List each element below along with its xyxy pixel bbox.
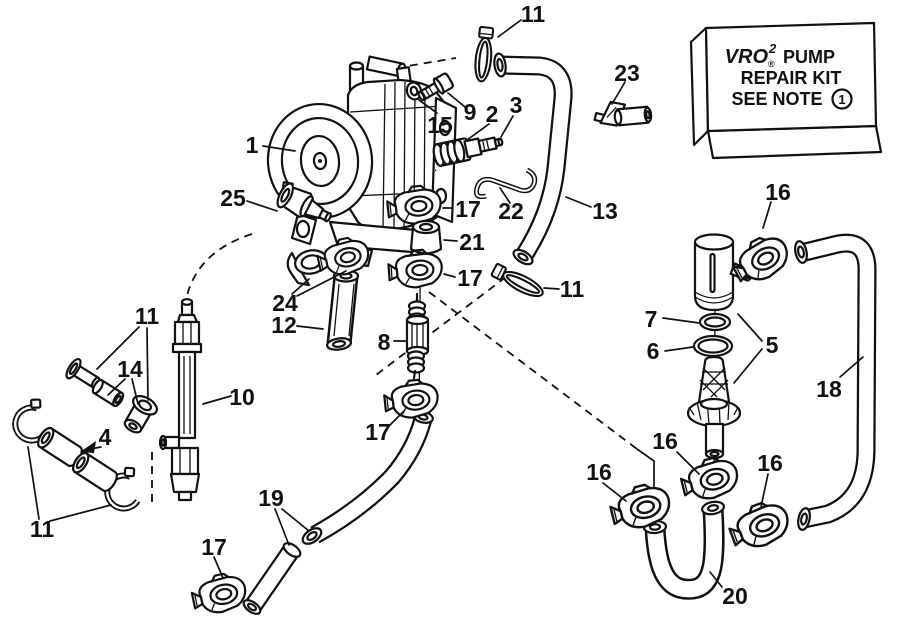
callout-14: 14 (117, 356, 143, 382)
callout-3: 3 (510, 92, 523, 118)
strap-11-mid (489, 261, 547, 302)
washer-15 (405, 81, 423, 101)
sleeve-21 (409, 219, 443, 255)
kit-line3: SEE NOTE (731, 89, 822, 109)
callout-25: 25 (220, 185, 246, 211)
callout-13: 13 (592, 198, 618, 224)
callout-16-bottom-right: 16 (757, 450, 783, 476)
repair-kit-box: VRO 2 ® PUMP REPAIR KIT SEE NOTE 1 (689, 21, 883, 160)
callout-4: 4 (99, 424, 112, 450)
screw-9 (417, 72, 454, 102)
sleeve-4-b (69, 449, 121, 495)
hose-20 (642, 500, 725, 600)
callout-19: 19 (258, 485, 284, 511)
callout-6: 6 (647, 338, 660, 364)
grommet-14-a (91, 378, 125, 408)
kit-word-pump: PUMP (783, 47, 835, 67)
callout-16-top-right: 16 (765, 179, 791, 205)
clamp-17-b (386, 247, 445, 291)
callout-11-mid: 11 (560, 276, 585, 302)
pin-strap (65, 357, 101, 389)
callout-20: 20 (722, 583, 748, 609)
callout-10: 10 (229, 384, 255, 410)
kit-brand-superscript: 2 (768, 41, 777, 56)
callout-17-a: 17 (455, 196, 481, 222)
connector-2-3 (432, 136, 504, 167)
callout-18: 18 (816, 376, 842, 402)
callout-11-bottom-left: 11 (30, 516, 55, 542)
hose-12 (325, 269, 360, 351)
note-circle-icon (831, 88, 853, 110)
callout-1: 1 (246, 132, 259, 158)
callout-7: 7 (645, 306, 658, 332)
check-valve-25 (276, 181, 332, 223)
leader-lines (27, 19, 864, 588)
callout-8: 8 (378, 329, 391, 355)
callout-17-bottom-left: 17 (201, 534, 227, 560)
callout-15: 15 (427, 112, 453, 138)
hose-19-short (242, 542, 302, 615)
callout-11-left: 11 (135, 303, 160, 329)
o-ring-7 (698, 312, 732, 332)
clamp-16-mid (676, 452, 743, 506)
part-callouts: 11 23 9 15 2 3 1 25 17 22 13 16 21 17 11… (30, 1, 842, 609)
callout-21: 21 (459, 229, 485, 255)
filter-assembly-5 (686, 233, 754, 460)
hose-18 (794, 233, 877, 531)
callout-22: 22 (498, 198, 524, 224)
kit-note-number: 1 (838, 92, 845, 107)
callout-12: 12 (271, 312, 297, 338)
callout-5: 5 (766, 332, 779, 358)
hose-13 (493, 52, 573, 266)
clamp-16-bottom-right (723, 495, 795, 556)
filter-element (697, 355, 731, 408)
grommet-14-b (123, 395, 158, 434)
kit-line2: REPAIR KIT (741, 68, 842, 88)
callout-17-b: 17 (457, 265, 483, 291)
filter-nut (686, 397, 742, 460)
clamp-17-bottom-left (188, 568, 250, 619)
callout-17-c: 17 (365, 419, 391, 445)
callout-11-top: 11 (521, 1, 546, 27)
fuel-line-10 (158, 298, 203, 502)
callout-16-mid: 16 (652, 428, 678, 454)
fuel-filter-8 (405, 292, 430, 380)
callout-24: 24 (272, 290, 298, 316)
spring-clip-22 (473, 167, 538, 200)
arrowhead-4 (80, 441, 96, 453)
callout-2: 2 (486, 101, 499, 127)
kit-registered-mark: ® (768, 59, 775, 69)
callout-23: 23 (614, 60, 640, 86)
kit-brand: VRO (725, 46, 769, 68)
clamp-16-top-right (725, 228, 796, 291)
strap-11-top (472, 25, 496, 84)
callout-16-bottom-left: 16 (586, 459, 612, 485)
callout-9: 9 (464, 99, 477, 125)
o-ring-6 (692, 334, 734, 358)
fitting-23 (593, 100, 653, 127)
